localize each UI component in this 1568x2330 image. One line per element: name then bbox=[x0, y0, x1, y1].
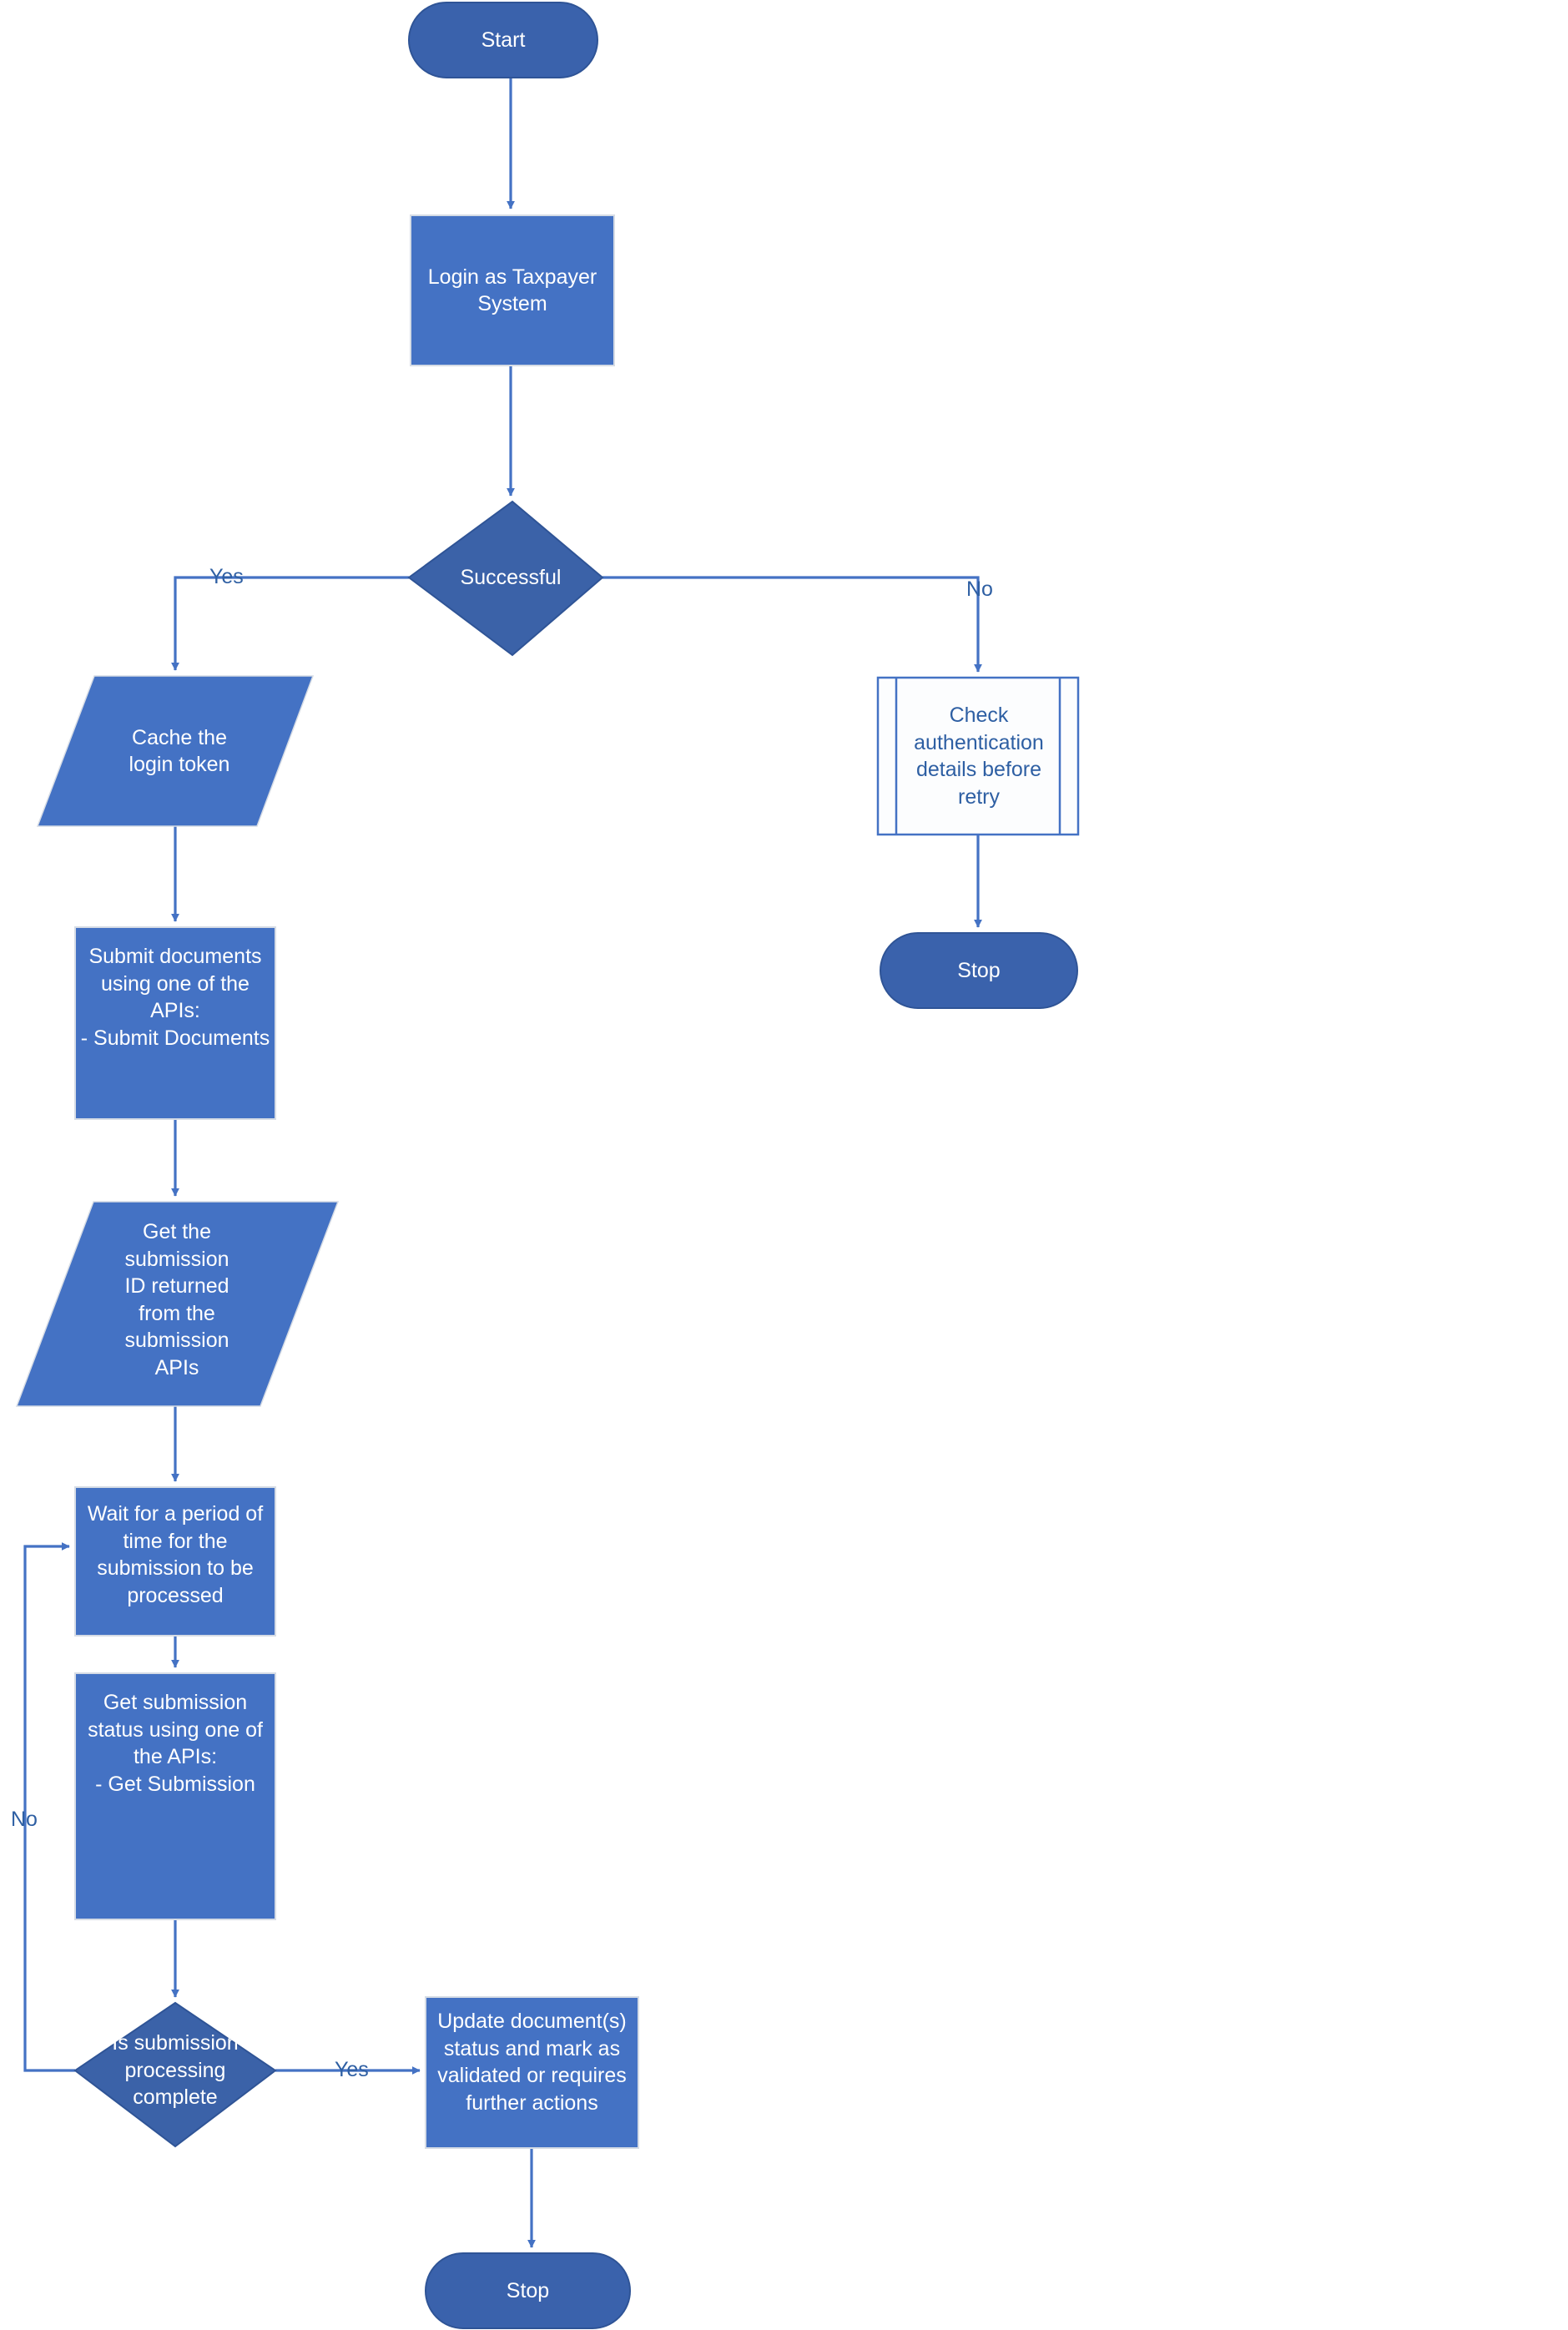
node-start-shape bbox=[408, 2, 598, 78]
edge-label-successful-no: No bbox=[966, 577, 993, 601]
node-update-shape bbox=[425, 1996, 639, 2149]
node-successful-shape bbox=[407, 500, 604, 657]
node-checkauth-shape bbox=[876, 676, 1080, 836]
edge-label-successful-yes: Yes bbox=[209, 565, 244, 588]
connector-group bbox=[23, 78, 982, 2248]
edge-iscomplete-wait-loop bbox=[23, 1542, 75, 2072]
node-stop-final-shape bbox=[425, 2252, 631, 2329]
edge-successful-cache bbox=[171, 576, 409, 671]
edge-successful-checkauth bbox=[602, 576, 982, 673]
node-submit-shape bbox=[74, 926, 276, 1120]
node-login-shape bbox=[410, 214, 615, 366]
node-getstatus-shape bbox=[74, 1672, 276, 1920]
node-iscomplete-shape bbox=[73, 2001, 277, 2148]
node-wait-shape bbox=[74, 1486, 276, 1637]
node-getid-shape bbox=[15, 1201, 340, 1407]
node-cache-shape bbox=[36, 675, 315, 827]
edge-label-complete-yes: Yes bbox=[335, 2058, 369, 2081]
edge-label-loop-no: No bbox=[11, 1808, 38, 1831]
node-stop-auth-shape bbox=[880, 932, 1078, 1009]
